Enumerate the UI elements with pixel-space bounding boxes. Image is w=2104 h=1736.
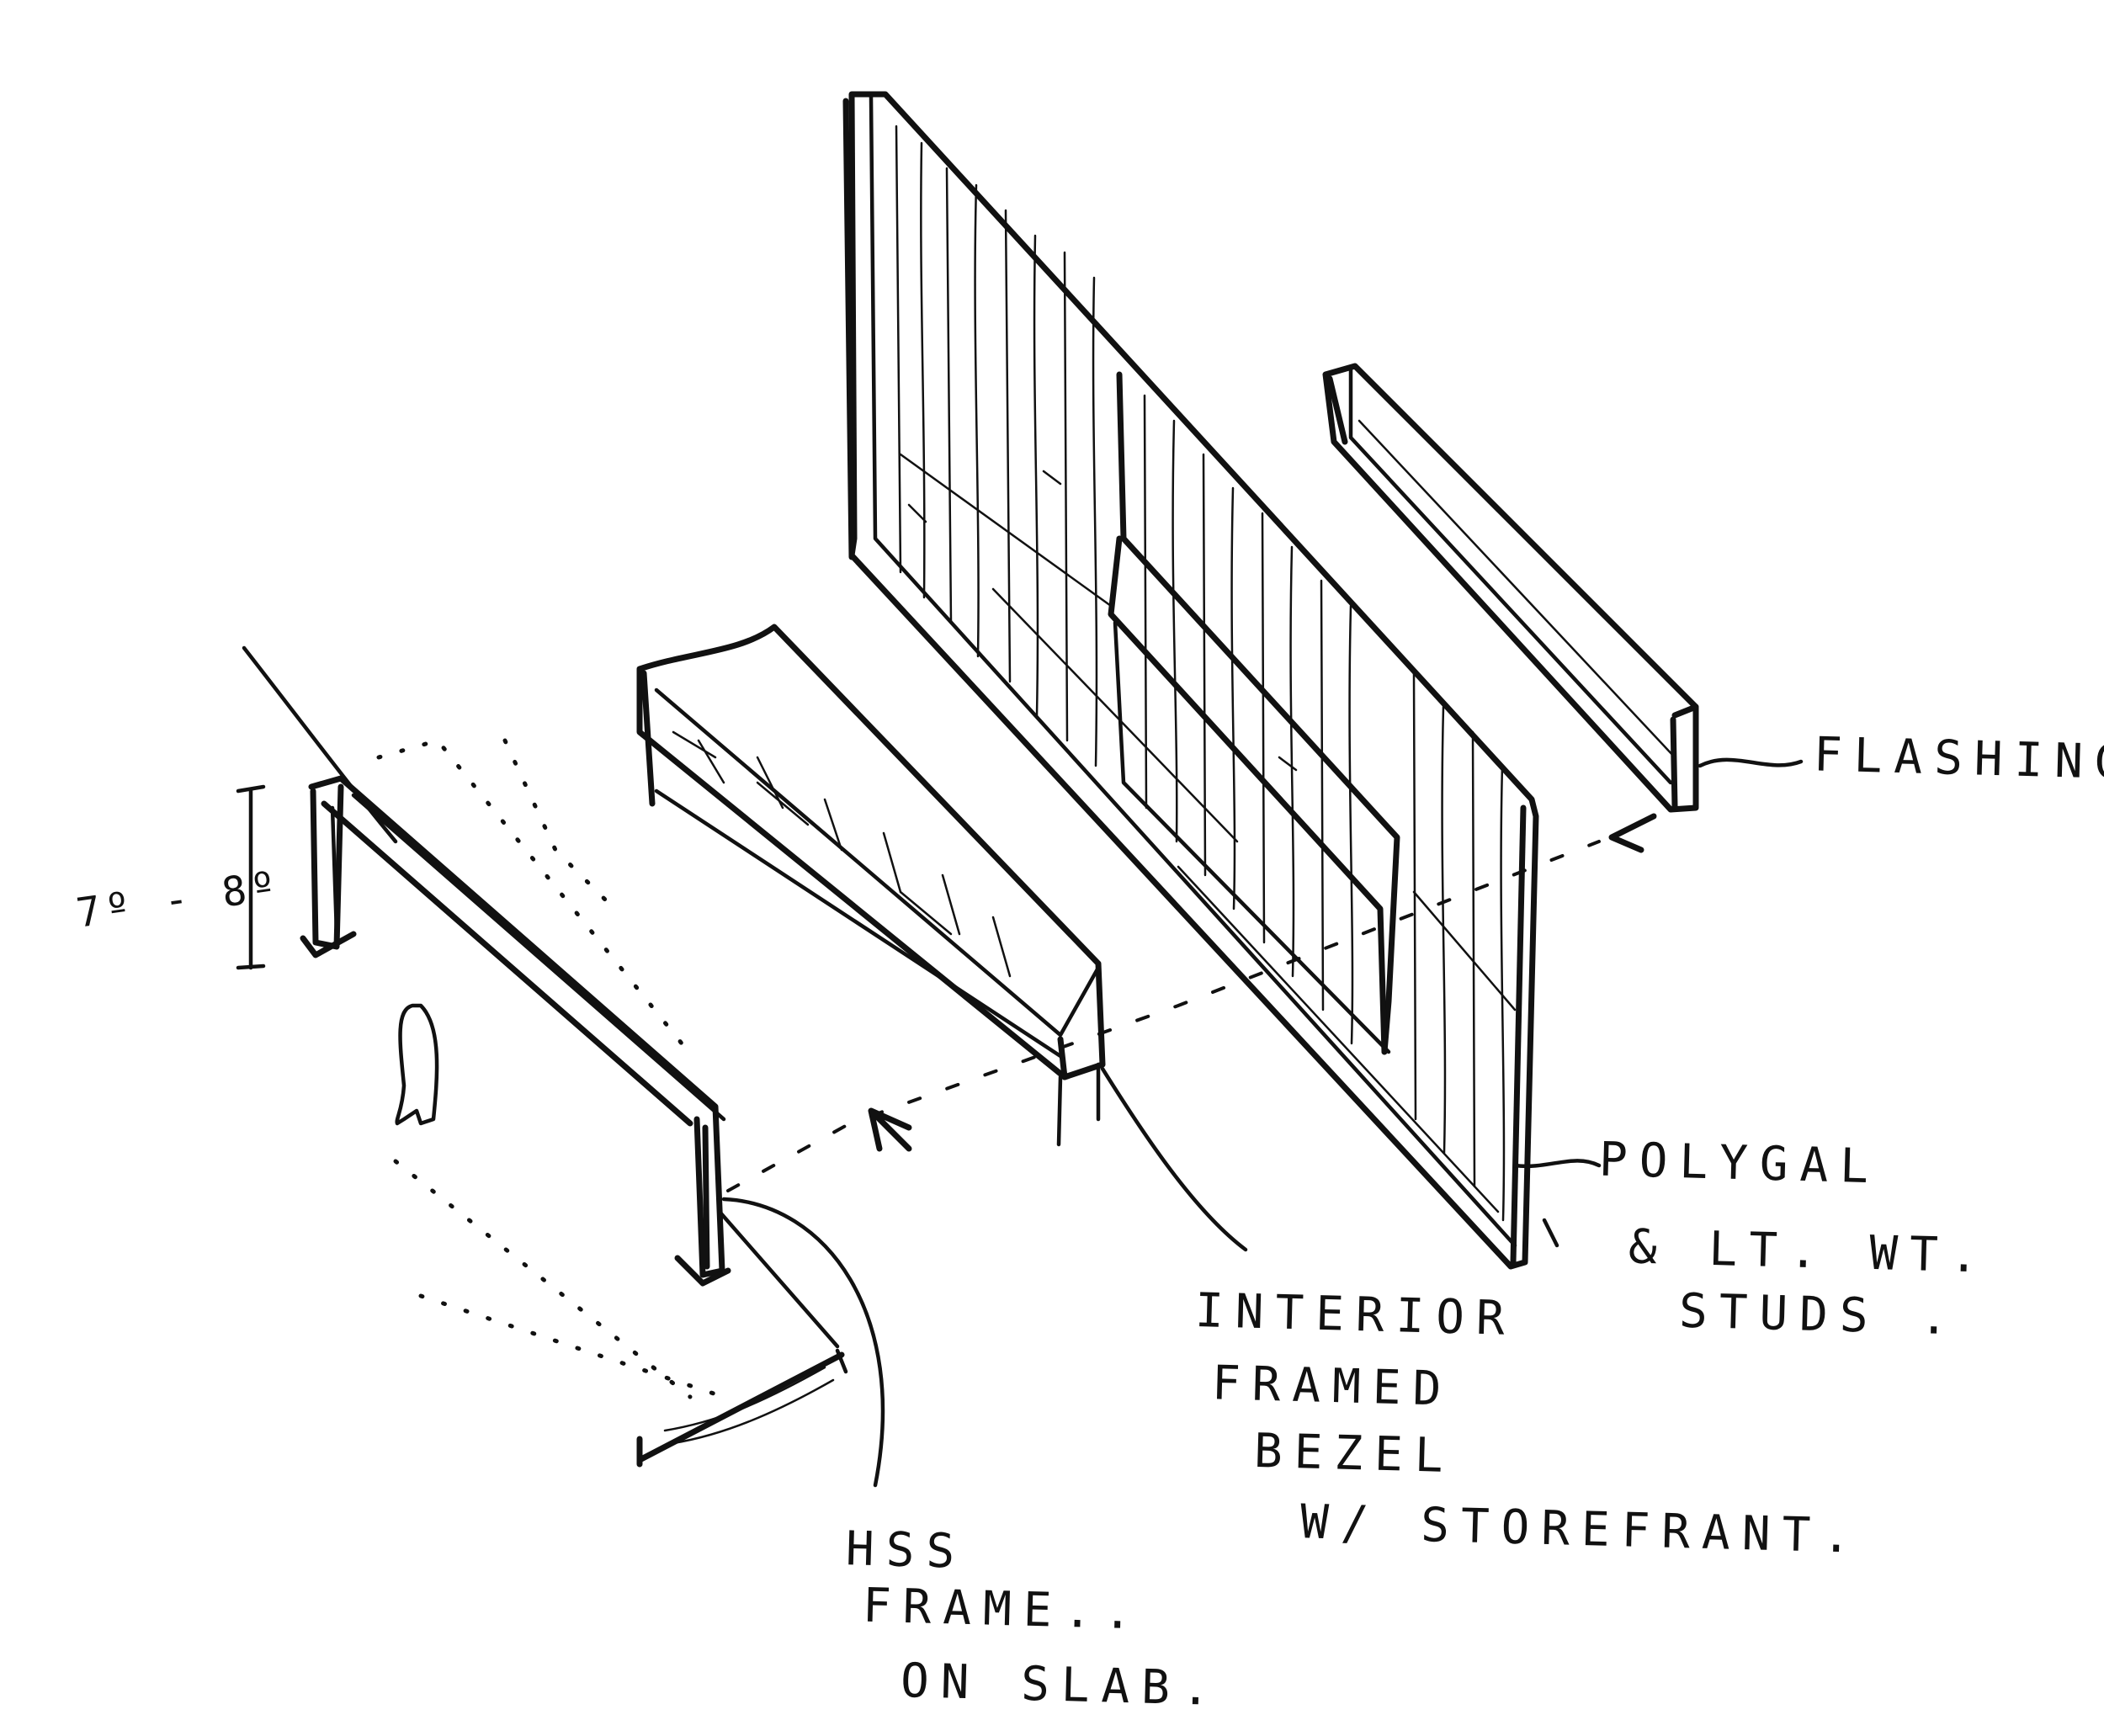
interior-label-line3: BEZEL — [1253, 1423, 1456, 1484]
hss-frame — [300, 775, 731, 1287]
arrow-icon — [868, 813, 1657, 1152]
polygal-label-line2: & LT. WT. — [1628, 1219, 1991, 1284]
polygal-label-line3: STUDS . — [1678, 1283, 1961, 1346]
leader-hss — [721, 1197, 885, 1488]
person-figure — [395, 1003, 439, 1126]
interior-label-line2: FRAMED — [1211, 1356, 1454, 1417]
dimension-line — [236, 784, 266, 970]
leader-interior — [1100, 1066, 1248, 1252]
hss-label-line3: ON SLAB. — [900, 1654, 1223, 1717]
leader-flashing — [1698, 757, 1804, 768]
leader-polygal — [1512, 1159, 1602, 1169]
storefront-mullions — [672, 730, 1012, 978]
polygal-wall-panel — [842, 91, 1539, 1270]
flashing-piece — [1322, 363, 1699, 813]
interior-label-line4: W/ STOREFRANT. — [1299, 1494, 1863, 1564]
hss-label-line1: HSS — [845, 1521, 967, 1579]
interior-label-line1: INTERIOR — [1194, 1283, 1517, 1346]
interior-framed-bezel — [636, 624, 1106, 1147]
hss-label-line2: FRAME.. — [862, 1578, 1145, 1641]
panel-corrugation — [895, 125, 1506, 1222]
flashing-label: FLASHING. — [1813, 727, 2104, 792]
polygal-label-line1: POLYGAL — [1598, 1132, 1881, 1195]
slab-edge — [242, 645, 848, 1468]
